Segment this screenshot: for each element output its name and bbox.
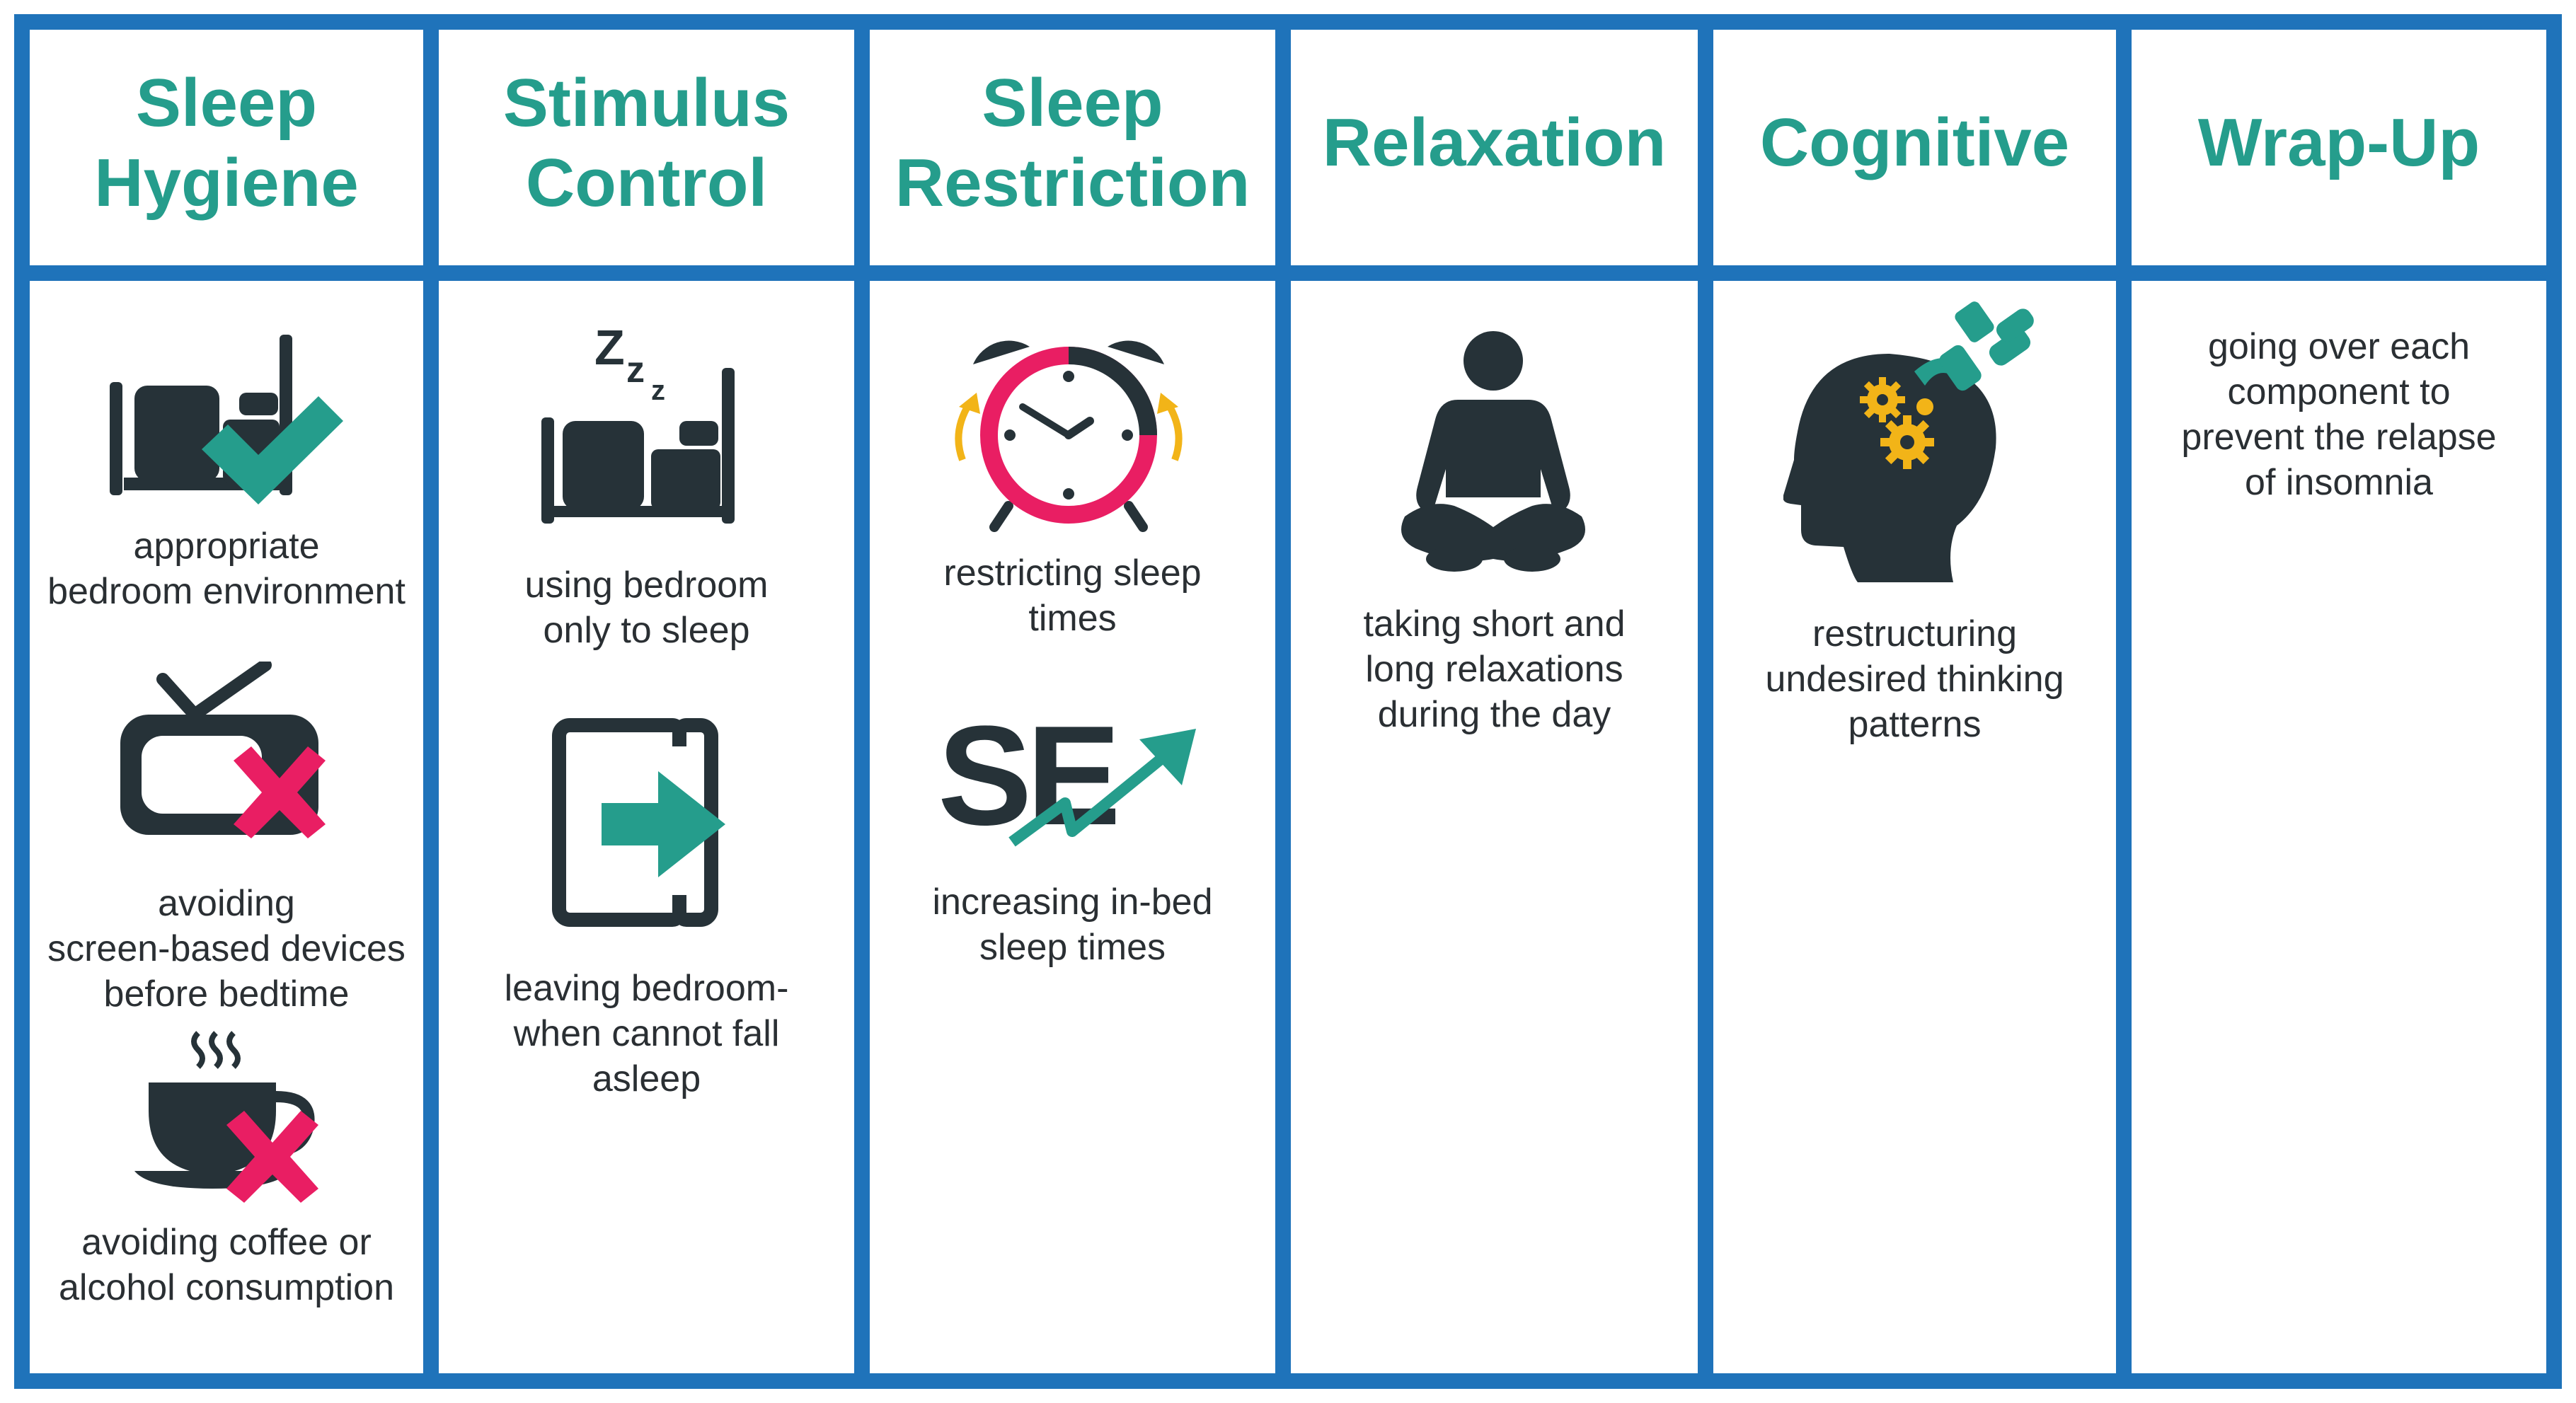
caption: going over each component to prevent the… bbox=[2181, 326, 2497, 503]
caption: restricting sleep times bbox=[943, 553, 1202, 639]
coffee-cross-icon bbox=[134, 1031, 318, 1203]
meditation-icon bbox=[1401, 331, 1585, 572]
caption: using bedroom only to sleep bbox=[524, 565, 769, 651]
caption: appropriate bedroom environment bbox=[47, 526, 406, 612]
svg-text:z: z bbox=[651, 375, 665, 406]
column-divider bbox=[423, 14, 439, 1387]
svg-text:z: z bbox=[626, 350, 645, 391]
alarm-clock-icon bbox=[955, 340, 1183, 532]
caption: increasing in-bed sleep times bbox=[932, 882, 1213, 968]
column-divider bbox=[854, 14, 870, 1387]
column-title-relaxation: Relaxation bbox=[1322, 105, 1667, 181]
svg-text:Z: Z bbox=[594, 325, 625, 375]
column-divider bbox=[1698, 14, 1713, 1387]
caption: leaving bedroom- when cannot fall asleep bbox=[504, 968, 789, 1099]
column-title-wrap-up: Wrap-Up bbox=[2197, 105, 2480, 181]
column-divider bbox=[2116, 14, 2132, 1387]
column-divider bbox=[14, 14, 30, 1387]
exit-door-icon bbox=[552, 718, 725, 927]
column-title-stimulus-control: Stimulus Control bbox=[502, 64, 790, 221]
column-title-sleep-hygiene: Sleep Hygiene bbox=[94, 64, 359, 221]
caption: taking short and long relaxations during… bbox=[1363, 604, 1626, 735]
caption: avoiding coffee or alcohol consumption bbox=[58, 1222, 395, 1308]
column-title-cognitive: Cognitive bbox=[1759, 105, 2070, 181]
column-title-sleep-restriction: Sleep Restriction bbox=[895, 64, 1250, 221]
column-divider bbox=[1275, 14, 1291, 1387]
bed-check-icon bbox=[110, 335, 343, 504]
tv-cross-icon bbox=[120, 662, 326, 838]
caption: avoiding screen-based devices before bed… bbox=[47, 883, 406, 1015]
column-divider bbox=[2546, 14, 2562, 1387]
head-gears-icon bbox=[1783, 301, 2034, 582]
bed-zzz-icon: Z z z bbox=[541, 325, 735, 524]
caption: restructuring undesired thinking pattern… bbox=[1765, 613, 2064, 745]
se-trend-icon: SE bbox=[938, 697, 1196, 855]
